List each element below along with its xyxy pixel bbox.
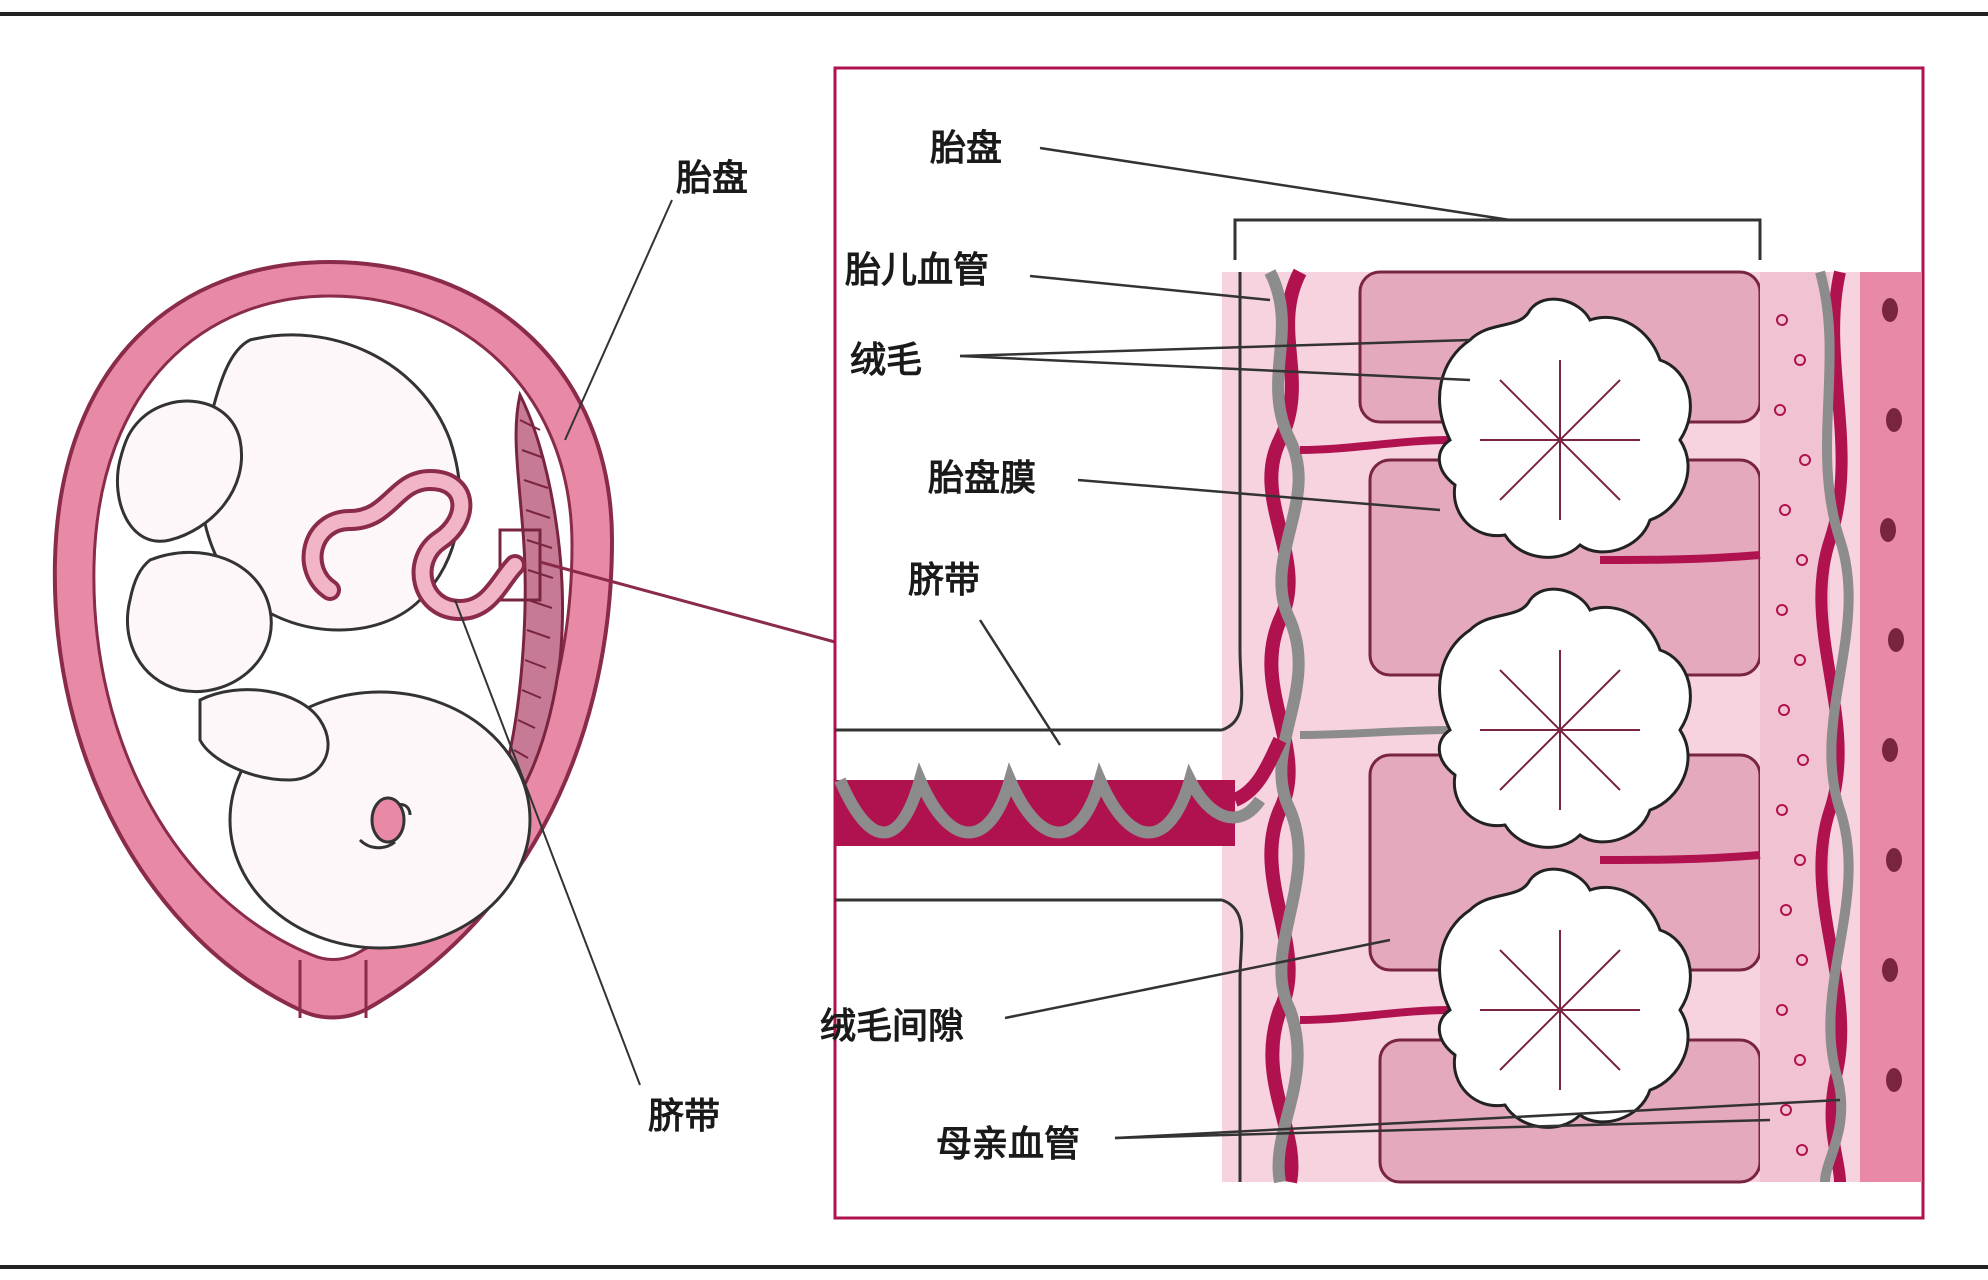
zoom-connector: [539, 560, 836, 644]
villus-tree-2: [1437, 587, 1692, 849]
fetus-face: [358, 796, 412, 850]
placenta-texture: [513, 419, 554, 759]
villus-tree-1: [1437, 297, 1692, 559]
placenta-bracket: [1233, 218, 1762, 260]
villus-tree-3: [1437, 867, 1692, 1129]
leader-left-cord: [454, 599, 641, 1086]
label-zoom-umbilical-cord: 脐带: [908, 560, 980, 601]
label-intervillous-space: 绒毛间隙: [820, 1006, 964, 1047]
label-placental-membrane: 胎盘膜: [928, 457, 1036, 499]
label-fetal-vessels: 胎儿血管: [845, 250, 989, 291]
bottom-rule: [0, 1265, 1988, 1269]
maternal-vessel-gray: [1815, 270, 1854, 1183]
leader-left-placenta: [564, 199, 673, 441]
label-left-umbilical-cord: 脐带: [648, 1096, 720, 1137]
zoom-umbilical-cord: [834, 272, 1287, 1182]
label-left-placenta: 胎盘: [676, 157, 748, 199]
zoom-region-box: [498, 528, 542, 602]
cervix-gap: [298, 960, 368, 1018]
top-rule: [0, 12, 1988, 16]
label-zoom-placenta: 胎盘: [930, 127, 1002, 169]
zoom-panel: [833, 66, 1925, 1220]
decidua: [1760, 272, 1922, 1182]
label-maternal-vessels: 母亲血管: [936, 1124, 1080, 1165]
fetal-vessel-gray: [1264, 269, 1305, 1184]
zoom-leader-lines: [959, 146, 1841, 1140]
villus-stems: [1299, 436, 1761, 1024]
label-villi: 绒毛: [850, 340, 922, 381]
uterus-illustration: [52, 259, 615, 1020]
